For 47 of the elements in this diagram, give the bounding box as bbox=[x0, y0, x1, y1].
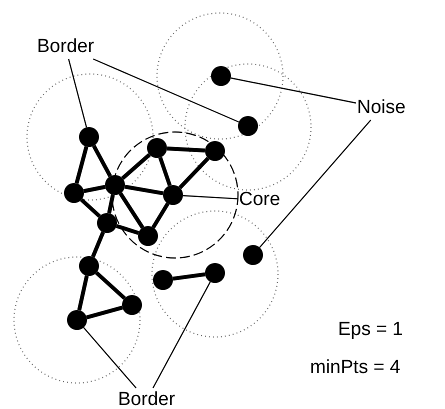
data-point bbox=[138, 226, 158, 246]
cluster-link bbox=[86, 306, 123, 320]
parameter-label: minPts = 4 bbox=[310, 357, 400, 379]
data-point bbox=[153, 270, 173, 290]
point-type-label: Noise bbox=[357, 97, 406, 119]
cluster-link bbox=[166, 146, 206, 152]
cluster-link bbox=[74, 146, 88, 184]
cluster-link bbox=[178, 156, 210, 190]
cluster-link bbox=[95, 271, 126, 300]
cluster-link bbox=[118, 192, 144, 229]
data-point bbox=[67, 310, 87, 330]
data-point bbox=[205, 263, 225, 283]
cluster-link bbox=[80, 198, 101, 218]
cluster-link bbox=[172, 272, 206, 281]
data-point bbox=[243, 245, 263, 265]
cluster-link bbox=[83, 184, 106, 194]
point-type-label: Border bbox=[118, 389, 176, 409]
leader-line bbox=[259, 120, 372, 248]
data-point bbox=[238, 116, 258, 136]
leader-line bbox=[152, 282, 211, 388]
cluster-link bbox=[92, 144, 112, 178]
data-point bbox=[163, 185, 183, 205]
data-point bbox=[64, 183, 84, 203]
cluster-link bbox=[158, 156, 172, 186]
data-point bbox=[97, 213, 117, 233]
cluster-link bbox=[116, 224, 140, 235]
cluster-link bbox=[124, 184, 164, 196]
cluster-link bbox=[77, 275, 89, 311]
data-point bbox=[211, 66, 231, 86]
point-type-label: Core bbox=[239, 189, 280, 211]
parameter-label: Eps = 1 bbox=[338, 319, 403, 341]
cluster-link bbox=[121, 153, 151, 180]
data-point bbox=[205, 141, 225, 161]
leader-line bbox=[92, 58, 240, 123]
data-point bbox=[105, 175, 125, 195]
cluster-link bbox=[91, 231, 105, 258]
data-point bbox=[79, 256, 99, 276]
leader-line bbox=[68, 58, 88, 128]
data-point bbox=[79, 127, 99, 147]
leader-line bbox=[230, 77, 356, 104]
point-type-label: Border bbox=[37, 36, 94, 58]
data-point bbox=[147, 138, 167, 158]
data-point bbox=[122, 295, 142, 315]
cluster-link bbox=[107, 194, 115, 214]
leader-line bbox=[83, 327, 137, 388]
leader-line bbox=[182, 195, 238, 200]
cluster-link bbox=[152, 202, 170, 229]
